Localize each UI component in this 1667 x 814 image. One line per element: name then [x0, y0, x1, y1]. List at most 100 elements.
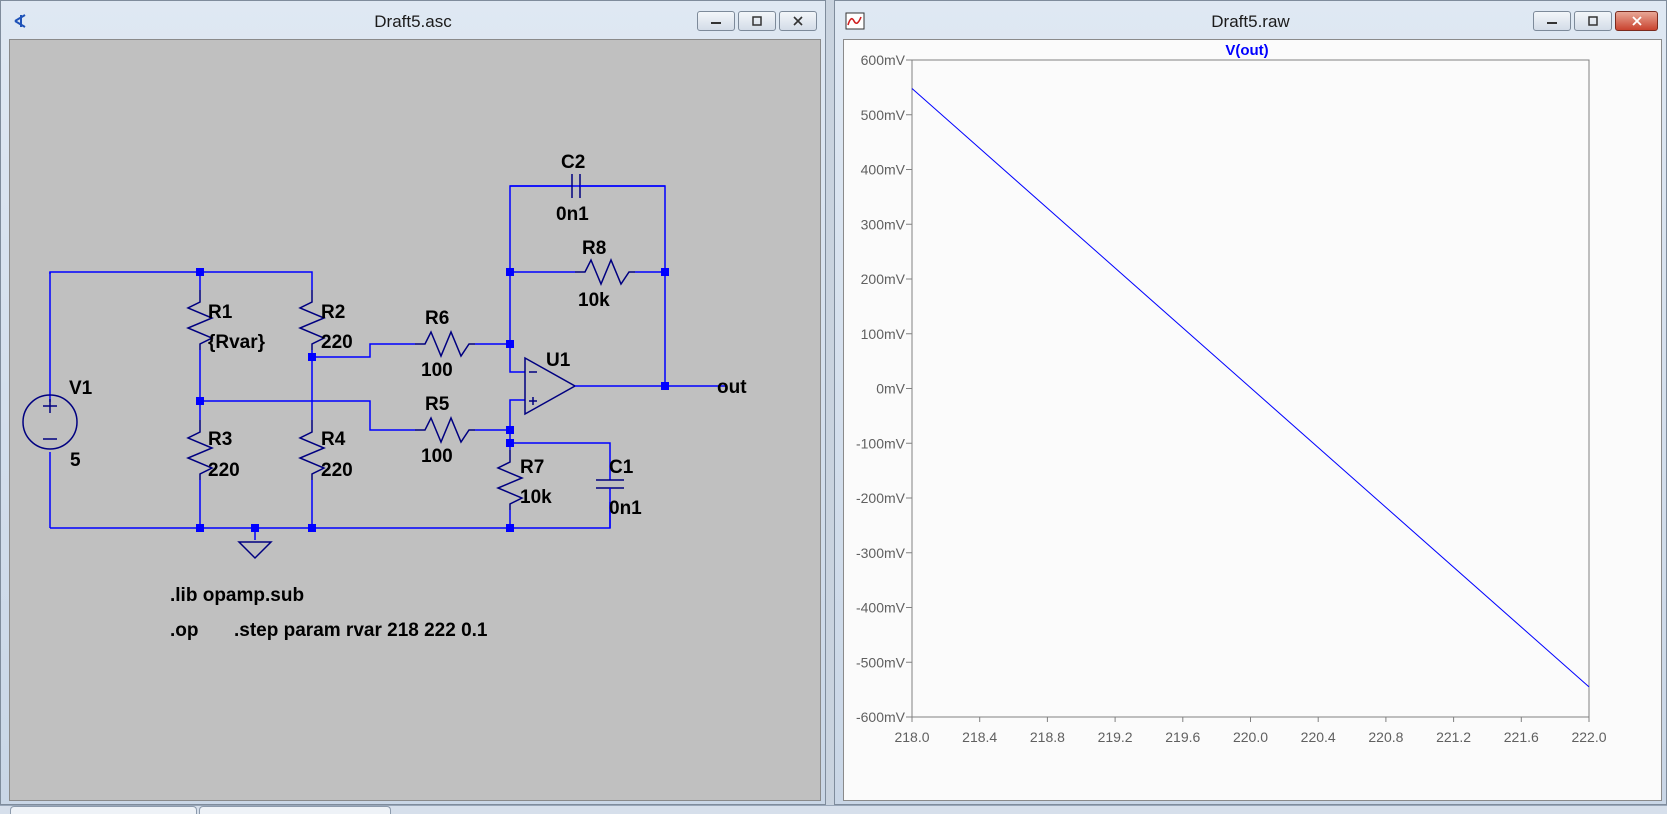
schematic-titlebar[interactable]: Draft5.asc [1, 1, 825, 39]
schematic-svg[interactable]: V1 5 R1 {Rvar} R2 220 R3 220 R4 220 R5 1… [10, 40, 820, 800]
resistor-r8-symbol [575, 258, 635, 286]
y-tick-label: 200mV [861, 271, 906, 287]
waveform-chart[interactable]: V(out) 600mV 500mV 400mV 300mV 200mV 100mV 0mV… [844, 40, 1661, 800]
directive-lib[interactable]: .lib opamp.sub [170, 585, 304, 606]
mdi-tab-schematic[interactable] [10, 806, 197, 814]
c2-value[interactable]: 0n1 [556, 204, 589, 225]
close-button[interactable] [1615, 11, 1658, 31]
series-line-vout[interactable] [911, 88, 1590, 688]
v1-ref[interactable]: V1 [69, 378, 93, 399]
waveform-icon[interactable] [845, 11, 865, 31]
r1-value[interactable]: {Rvar} [208, 332, 266, 353]
x-tick-label: 219.2 [1098, 729, 1133, 745]
y-tick-label: 400mV [861, 162, 906, 178]
chart-title[interactable]: V(out) [1225, 42, 1268, 59]
y-tick-label: -100mV [856, 435, 906, 451]
resistor-r1-symbol [186, 290, 214, 350]
r8-ref[interactable]: R8 [582, 238, 606, 259]
x-axis: 218.0 218.4 218.8 219.2 219.6 220.0 220.4 220.8… [894, 717, 1607, 745]
y-tick-label: -500mV [856, 654, 906, 670]
minimize-button[interactable] [1533, 11, 1571, 31]
close-icon [793, 16, 803, 26]
close-button[interactable] [779, 11, 817, 31]
resistor-r3-symbol [186, 420, 214, 480]
restore-icon [1588, 16, 1598, 26]
plot-area[interactable]: V(out) 600mV 500mV 400mV 300mV 200mV 100mV 0mV… [843, 39, 1662, 801]
resistor-symbols [186, 258, 635, 510]
r8-value[interactable]: 10k [578, 290, 610, 311]
y-tick-label: -400mV [856, 600, 906, 616]
r4-ref[interactable]: R4 [321, 429, 346, 450]
restore-button[interactable] [738, 11, 776, 31]
series-group [911, 88, 1590, 688]
x-tick-label: 218.4 [962, 729, 997, 745]
voltage-source-v1-symbol [22, 394, 78, 450]
x-tick-label: 220.8 [1368, 729, 1403, 745]
x-tick-label: 218.0 [894, 729, 929, 745]
r6-ref[interactable]: R6 [425, 308, 449, 329]
y-tick-label: 0mV [876, 381, 905, 397]
y-tick-label: 500mV [861, 107, 906, 123]
x-tick-label: 220.0 [1233, 729, 1268, 745]
capacitor-symbols [510, 174, 665, 528]
v1-value[interactable]: 5 [70, 450, 81, 471]
c1-value[interactable]: 0n1 [609, 498, 642, 519]
minimize-icon [711, 22, 721, 24]
c1-ref[interactable]: C1 [609, 457, 634, 478]
x-tick-label: 219.6 [1165, 729, 1200, 745]
x-tick-label: 221.2 [1436, 729, 1471, 745]
r6-value[interactable]: 100 [421, 360, 453, 381]
schematic-window[interactable]: Draft5.asc [0, 0, 826, 805]
restore-button[interactable] [1574, 11, 1612, 31]
r4-value[interactable]: 220 [321, 460, 353, 481]
y-tick-label: 100mV [861, 326, 906, 342]
resistor-r4-symbol [298, 420, 326, 480]
plot-frame[interactable] [911, 59, 1590, 718]
x-tick-label: 218.8 [1030, 729, 1065, 745]
r7-ref[interactable]: R7 [520, 457, 544, 478]
r2-value[interactable]: 220 [321, 332, 353, 353]
mdi-tab-strip [0, 805, 1667, 814]
r3-value[interactable]: 220 [208, 460, 240, 481]
directive-step[interactable]: .step param rvar 218 222 0.1 [234, 620, 488, 641]
resistor-r6-symbol [415, 330, 475, 358]
minimize-button[interactable] [697, 11, 735, 31]
waveform-titlebar[interactable]: Draft5.raw [835, 1, 1666, 39]
junction-dots [196, 268, 669, 532]
r1-ref[interactable]: R1 [208, 302, 233, 323]
x-tick-label: 222.0 [1571, 729, 1606, 745]
restore-icon [752, 16, 762, 26]
x-tick-label: 221.6 [1504, 729, 1539, 745]
resistor-r7-symbol [496, 450, 524, 510]
r5-ref[interactable]: R5 [425, 394, 450, 415]
y-tick-label: 600mV [861, 52, 906, 68]
waveform-window-title: Draft5.raw [1211, 12, 1290, 31]
schematic-window-title: Draft5.asc [374, 12, 452, 31]
y-tick-label: -600mV [856, 709, 906, 725]
r5-value[interactable]: 100 [421, 446, 453, 467]
y-tick-label: -300mV [856, 545, 906, 561]
u1-ref[interactable]: U1 [546, 350, 571, 371]
opamp-u1-symbol [524, 356, 583, 416]
schematic-icon[interactable] [11, 11, 31, 31]
r3-ref[interactable]: R3 [208, 429, 232, 450]
capacitor-c1-symbol [596, 479, 624, 528]
minimize-icon [1547, 22, 1557, 24]
x-tick-label: 220.4 [1301, 729, 1336, 745]
resistor-r5-symbol [415, 416, 475, 444]
y-axis: 600mV 500mV 400mV 300mV 200mV 100mV 0mV -100mV -… [856, 52, 912, 725]
waveform-window[interactable]: Draft5.raw V(out) 600mV 500mV 400mV 300mV 20… [834, 0, 1667, 805]
mdi-tab-waveform[interactable] [199, 806, 391, 814]
y-tick-label: 300mV [861, 216, 906, 232]
directive-op[interactable]: .op [170, 620, 199, 641]
net-label-out[interactable]: out [717, 377, 747, 398]
schematic-canvas[interactable]: V1 5 R1 {Rvar} R2 220 R3 220 R4 220 R5 1… [9, 39, 821, 801]
y-tick-label: -200mV [856, 490, 906, 506]
wires [49, 185, 725, 540]
resistor-r2-symbol [298, 290, 326, 350]
close-icon [1631, 16, 1642, 26]
r7-value[interactable]: 10k [520, 487, 552, 508]
ground-symbol [237, 541, 273, 560]
r2-ref[interactable]: R2 [321, 302, 345, 323]
c2-ref[interactable]: C2 [561, 152, 585, 173]
